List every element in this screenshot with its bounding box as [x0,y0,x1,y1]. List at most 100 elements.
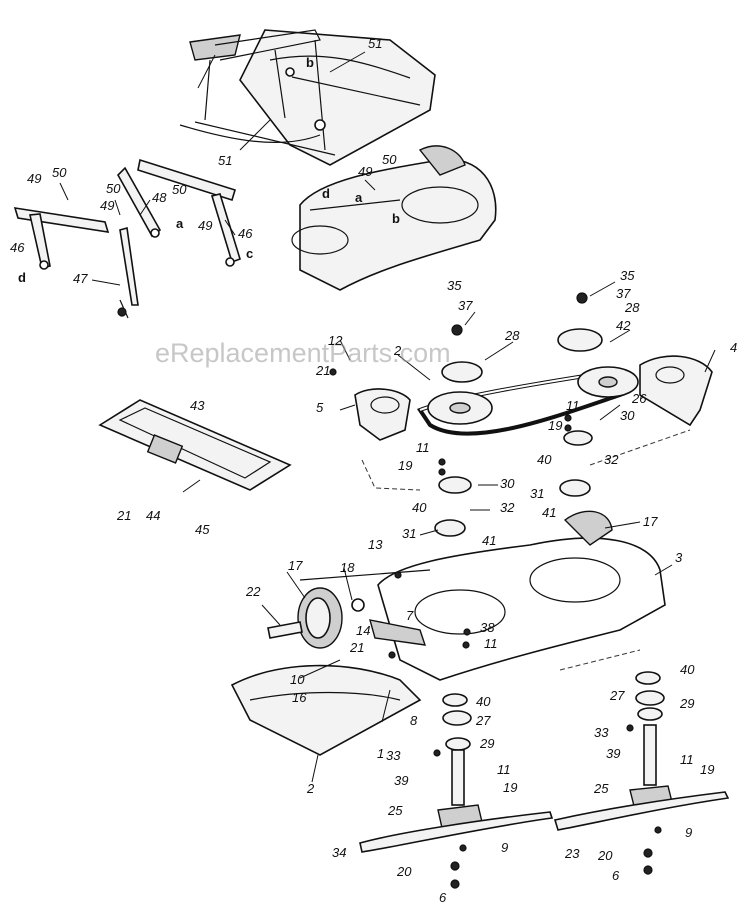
callout-12: 12 [328,333,343,348]
callout-49: 49 [100,198,114,213]
gauge-wheel [267,587,365,649]
left-blade [359,811,554,853]
callout-49: 49 [198,218,212,233]
callout-4: 4 [730,340,737,355]
callout-34: 34 [332,845,346,860]
leader-lines [59,51,716,783]
callout-11: 11 [484,636,498,651]
callout-41: 41 [482,533,496,548]
foot-plate [98,399,292,491]
callout-29: 29 [679,696,694,711]
callout-30: 30 [620,408,635,423]
callout-17: 17 [643,514,658,529]
callout-6: 6 [439,890,447,905]
callout-40: 40 [476,694,491,709]
watermark: eReplacementParts.com [155,338,451,368]
callout-11: 11 [680,752,694,767]
callout-31: 31 [402,526,416,541]
callout-39: 39 [394,773,408,788]
callout-25: 25 [387,803,403,818]
connection-letters: b d a b a c d [18,55,400,285]
callout-40: 40 [412,500,427,515]
callout-21: 21 [116,508,131,523]
letter-d: d [322,186,330,201]
pulley-belt-system [416,292,639,537]
callout-38: 38 [480,620,495,635]
callout-27: 27 [609,688,625,703]
callout-31: 31 [530,486,544,501]
callout-49: 49 [358,164,372,179]
callout-labels: 51 51 49 50 49 50 50 49 48 50 49 46 46 4… [10,36,737,905]
callout-19: 19 [503,780,517,795]
callout-25: 25 [593,781,609,796]
callout-9: 9 [685,825,692,840]
callout-32: 32 [604,452,619,467]
callout-3: 3 [675,550,683,565]
callout-40: 40 [680,662,695,677]
callout-50: 50 [382,152,397,167]
callout-40: 40 [537,452,552,467]
callout-11: 11 [416,440,430,455]
callout-46: 46 [238,226,253,241]
callout-11: 11 [497,762,511,777]
hardware-fasteners [329,368,662,889]
callout-7: 7 [406,608,414,623]
deck-overview [291,145,497,291]
callout-39: 39 [606,746,620,761]
tractor-frame-assembly [179,29,436,166]
callout-37: 37 [458,298,473,313]
callout-49: 49 [27,171,41,186]
callout-11: 11 [566,398,580,413]
callout-28: 28 [624,300,640,315]
callout-14: 14 [356,623,370,638]
callout-37: 37 [616,286,631,301]
discharge-chute [230,664,422,756]
callout-42: 42 [616,318,631,333]
callout-46: 46 [10,240,25,255]
belt-guard-left [354,388,411,441]
callout-50: 50 [172,182,187,197]
callout-33: 33 [386,748,401,763]
callout-21: 21 [349,640,364,655]
callout-2: 2 [393,343,402,358]
callout-9: 9 [501,840,508,855]
belt-guard-right [639,355,713,427]
letter-a: a [355,190,363,205]
callout-30: 30 [500,476,515,491]
callout-26: 26 [631,391,647,406]
callout-6: 6 [612,868,620,883]
callout-51: 51 [218,153,232,168]
callout-43: 43 [190,398,205,413]
callout-10: 10 [290,672,305,687]
callout-19: 19 [398,458,412,473]
callout-20: 20 [396,864,412,879]
callout-28: 28 [504,328,520,343]
lift-arm-assembly [13,158,241,319]
letter-c: c [246,246,253,261]
callout-1: 1 [377,746,384,761]
callout-47: 47 [73,271,88,286]
callout-21: 21 [315,363,330,378]
main-deck [299,510,666,681]
callout-13: 13 [368,537,383,552]
right-spindle [626,671,673,807]
callout-20: 20 [597,848,613,863]
callout-51: 51 [368,36,382,51]
callout-44: 44 [146,508,160,523]
letter-d: d [18,270,26,285]
callout-50: 50 [106,181,121,196]
right-blade [553,791,730,831]
callout-16: 16 [292,690,307,705]
letter-b: b [392,211,400,226]
callout-2: 2 [306,781,315,796]
callout-48: 48 [152,190,167,205]
callout-5: 5 [316,400,324,415]
callout-27: 27 [475,713,491,728]
left-spindle [433,693,483,829]
callout-18: 18 [340,560,355,575]
callout-29: 29 [479,736,494,751]
letter-a: a [176,216,184,231]
callout-32: 32 [500,500,515,515]
callout-19: 19 [548,418,562,433]
